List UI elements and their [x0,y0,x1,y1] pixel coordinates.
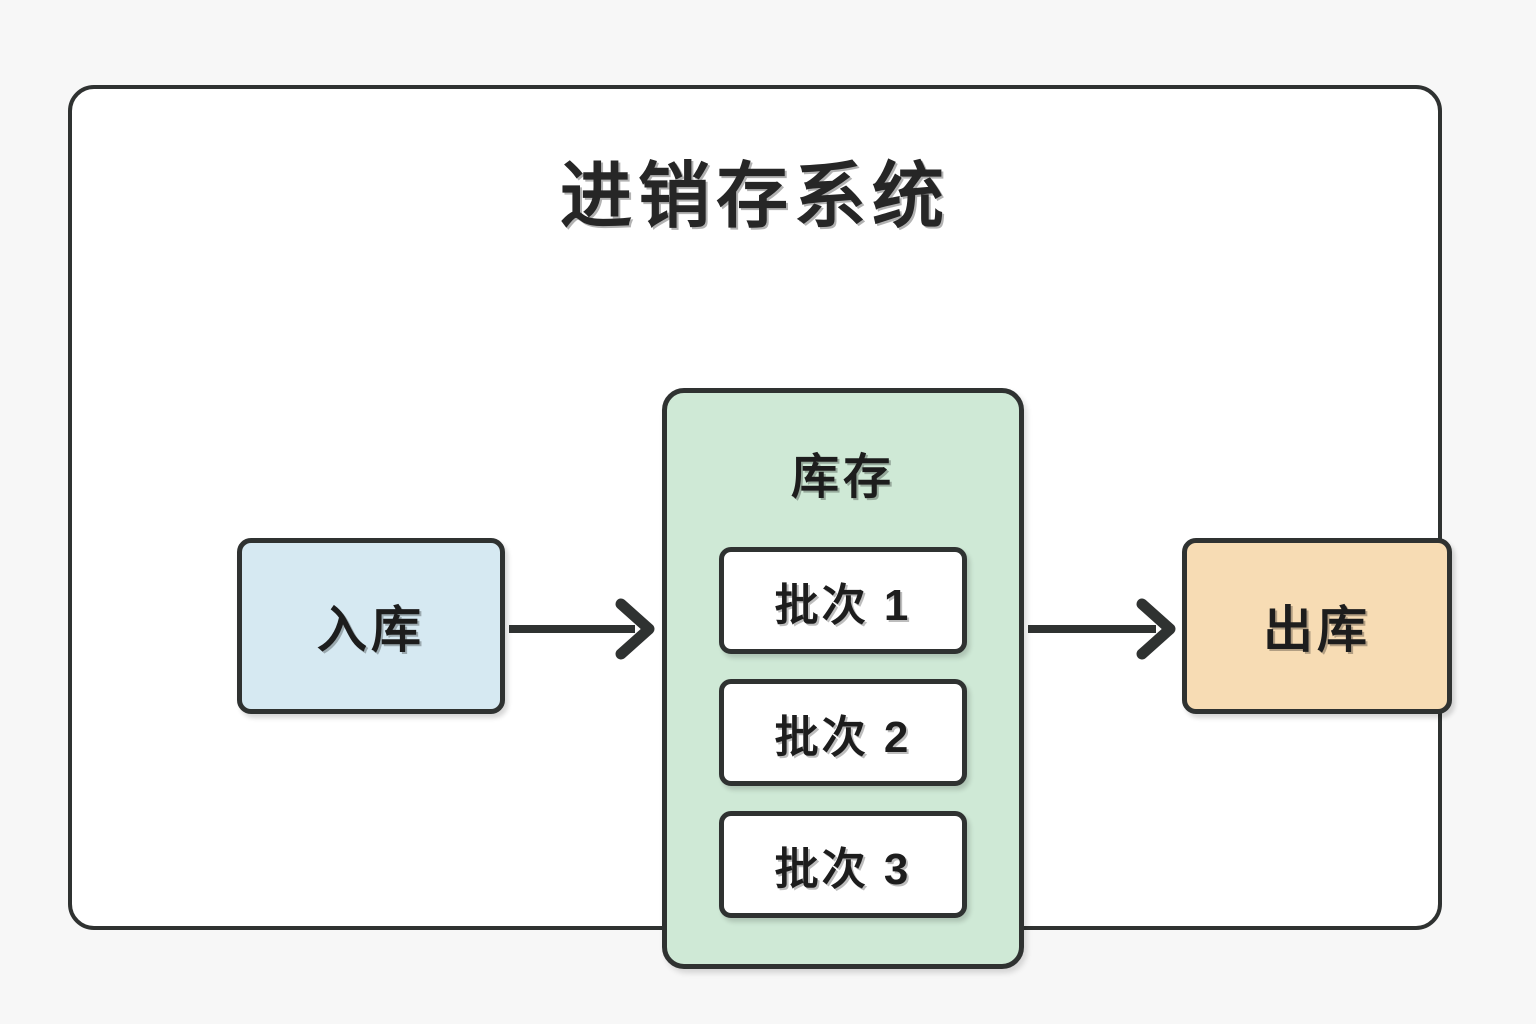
arrow-right-icon [1028,598,1176,660]
list-item[interactable]: 批次 1 [719,547,967,654]
node-inventory-label: 库存 [790,451,895,504]
node-inbound[interactable]: 入库 [237,538,505,714]
arrow-right-icon [509,598,655,660]
list-item[interactable]: 批次 3 [719,811,967,918]
system-frame: 进销存系统 入库 库存 批次 1 批次 2 批次 3 [68,85,1452,969]
arrow-inbound-to-inventory [509,594,659,664]
node-inventory[interactable]: 库存 批次 1 批次 2 批次 3 [662,388,1024,969]
node-outbound-label: 出库 [1263,602,1371,658]
batch-label: 批次 1 [774,580,912,630]
arrow-inventory-to-outbound [1028,594,1180,664]
batch-list: 批次 1 批次 2 批次 3 [667,547,1019,918]
node-outbound[interactable]: 出库 [1182,538,1452,714]
node-inbound-label: 入库 [317,602,425,658]
batch-label: 批次 3 [774,844,912,894]
batch-label: 批次 2 [774,712,912,762]
list-item[interactable]: 批次 2 [719,679,967,786]
page-title: 进销存系统 [559,157,950,237]
